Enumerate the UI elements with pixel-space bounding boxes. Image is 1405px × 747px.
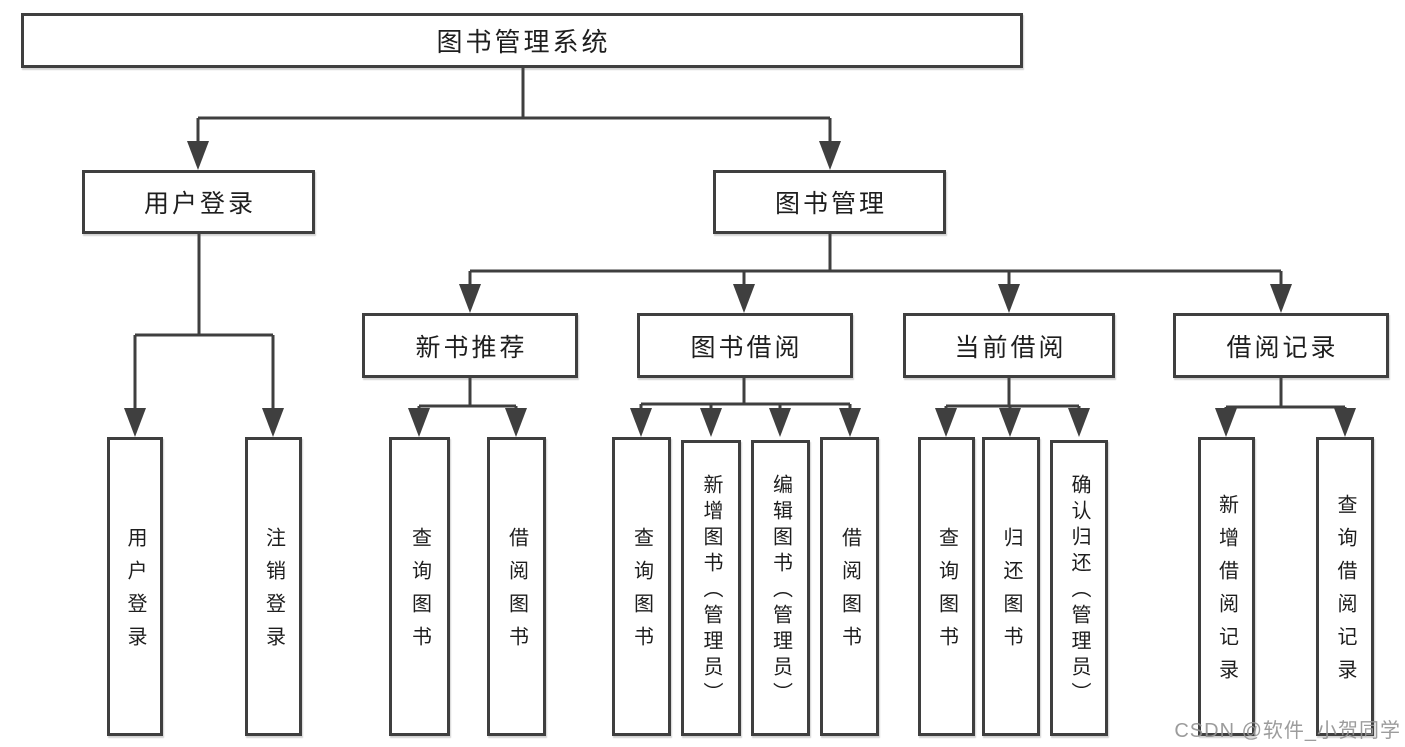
leaf-add-books-admin-label: 新增图书（管理员） (700, 474, 722, 708)
connector-new-book-to-leaves (417, 378, 518, 409)
leaf-query-books-recommend: 查询图书 (389, 437, 450, 736)
leaf-borrow-books-recommend-label: 借阅图书 (505, 527, 528, 659)
leaf-confirm-return-admin-label: 确认归还（管理员） (1068, 474, 1090, 708)
node-book-management: 图书管理 (713, 170, 946, 234)
node-current-borrow-label: 当前借阅 (954, 333, 1067, 362)
connector-borrow-records-to-leaves (1224, 378, 1347, 409)
node-current-borrow: 当前借阅 (903, 313, 1115, 378)
leaf-query-borrow-record-label: 查询借阅记录 (1334, 494, 1356, 692)
connector-book-mgmt-to-level3 (468, 234, 1283, 285)
leaf-add-books-admin: 新增图书（管理员） (681, 440, 741, 736)
leaf-borrow-books-borrow: 借阅图书 (820, 437, 879, 736)
leaf-query-books-borrow-label: 查询图书 (630, 527, 653, 659)
connector-book-borrow-to-leaves (639, 378, 852, 409)
connector-current-borrow-to-leaves (944, 378, 1081, 409)
leaf-add-borrow-record-label: 新增借阅记录 (1215, 494, 1238, 692)
node-new-book-recommend-label: 新书推荐 (415, 333, 528, 362)
node-user-login: 用户登录 (82, 170, 315, 234)
connector-root-to-level2 (196, 68, 832, 142)
watermark: CSDN @软件_小贺同学 (1174, 720, 1401, 742)
leaf-user-login-label: 用户登录 (124, 527, 146, 659)
node-root: 图书管理系统 (21, 13, 1023, 68)
node-borrow-records-label: 借阅记录 (1226, 333, 1339, 362)
leaf-query-borrow-record: 查询借阅记录 (1316, 437, 1374, 736)
leaf-return-books: 归还图书 (982, 437, 1040, 736)
node-borrow-records: 借阅记录 (1173, 313, 1389, 378)
leaf-logout-login-label: 注销登录 (262, 527, 285, 659)
leaf-return-books-label: 归还图书 (1000, 527, 1022, 659)
node-book-borrow-label: 图书借阅 (690, 333, 803, 362)
node-user-login-label: 用户登录 (143, 190, 256, 218)
node-root-label: 图书管理系统 (436, 27, 611, 57)
leaf-edit-books-admin-label: 编辑图书（管理员） (769, 474, 792, 708)
leaf-query-books-recommend-label: 查询图书 (408, 527, 431, 659)
leaf-query-books-current: 查询图书 (918, 437, 975, 736)
arrowheads (124, 141, 1356, 437)
leaf-add-borrow-record: 新增借阅记录 (1198, 437, 1255, 736)
leaf-query-books-current-label: 查询图书 (935, 527, 958, 659)
leaf-borrow-books-recommend: 借阅图书 (487, 437, 546, 736)
leaf-logout-login: 注销登录 (245, 437, 302, 736)
connector-user-login-to-leaves (133, 234, 275, 409)
node-new-book-recommend: 新书推荐 (362, 313, 578, 378)
node-book-borrow: 图书借阅 (637, 313, 853, 378)
leaf-edit-books-admin: 编辑图书（管理员） (751, 440, 810, 736)
node-book-management-label: 图书管理 (774, 190, 887, 218)
leaf-query-books-borrow: 查询图书 (612, 437, 671, 736)
leaf-user-login: 用户登录 (107, 437, 163, 736)
leaf-confirm-return-admin: 确认归还（管理员） (1050, 440, 1108, 736)
leaf-borrow-books-borrow-label: 借阅图书 (838, 527, 861, 659)
